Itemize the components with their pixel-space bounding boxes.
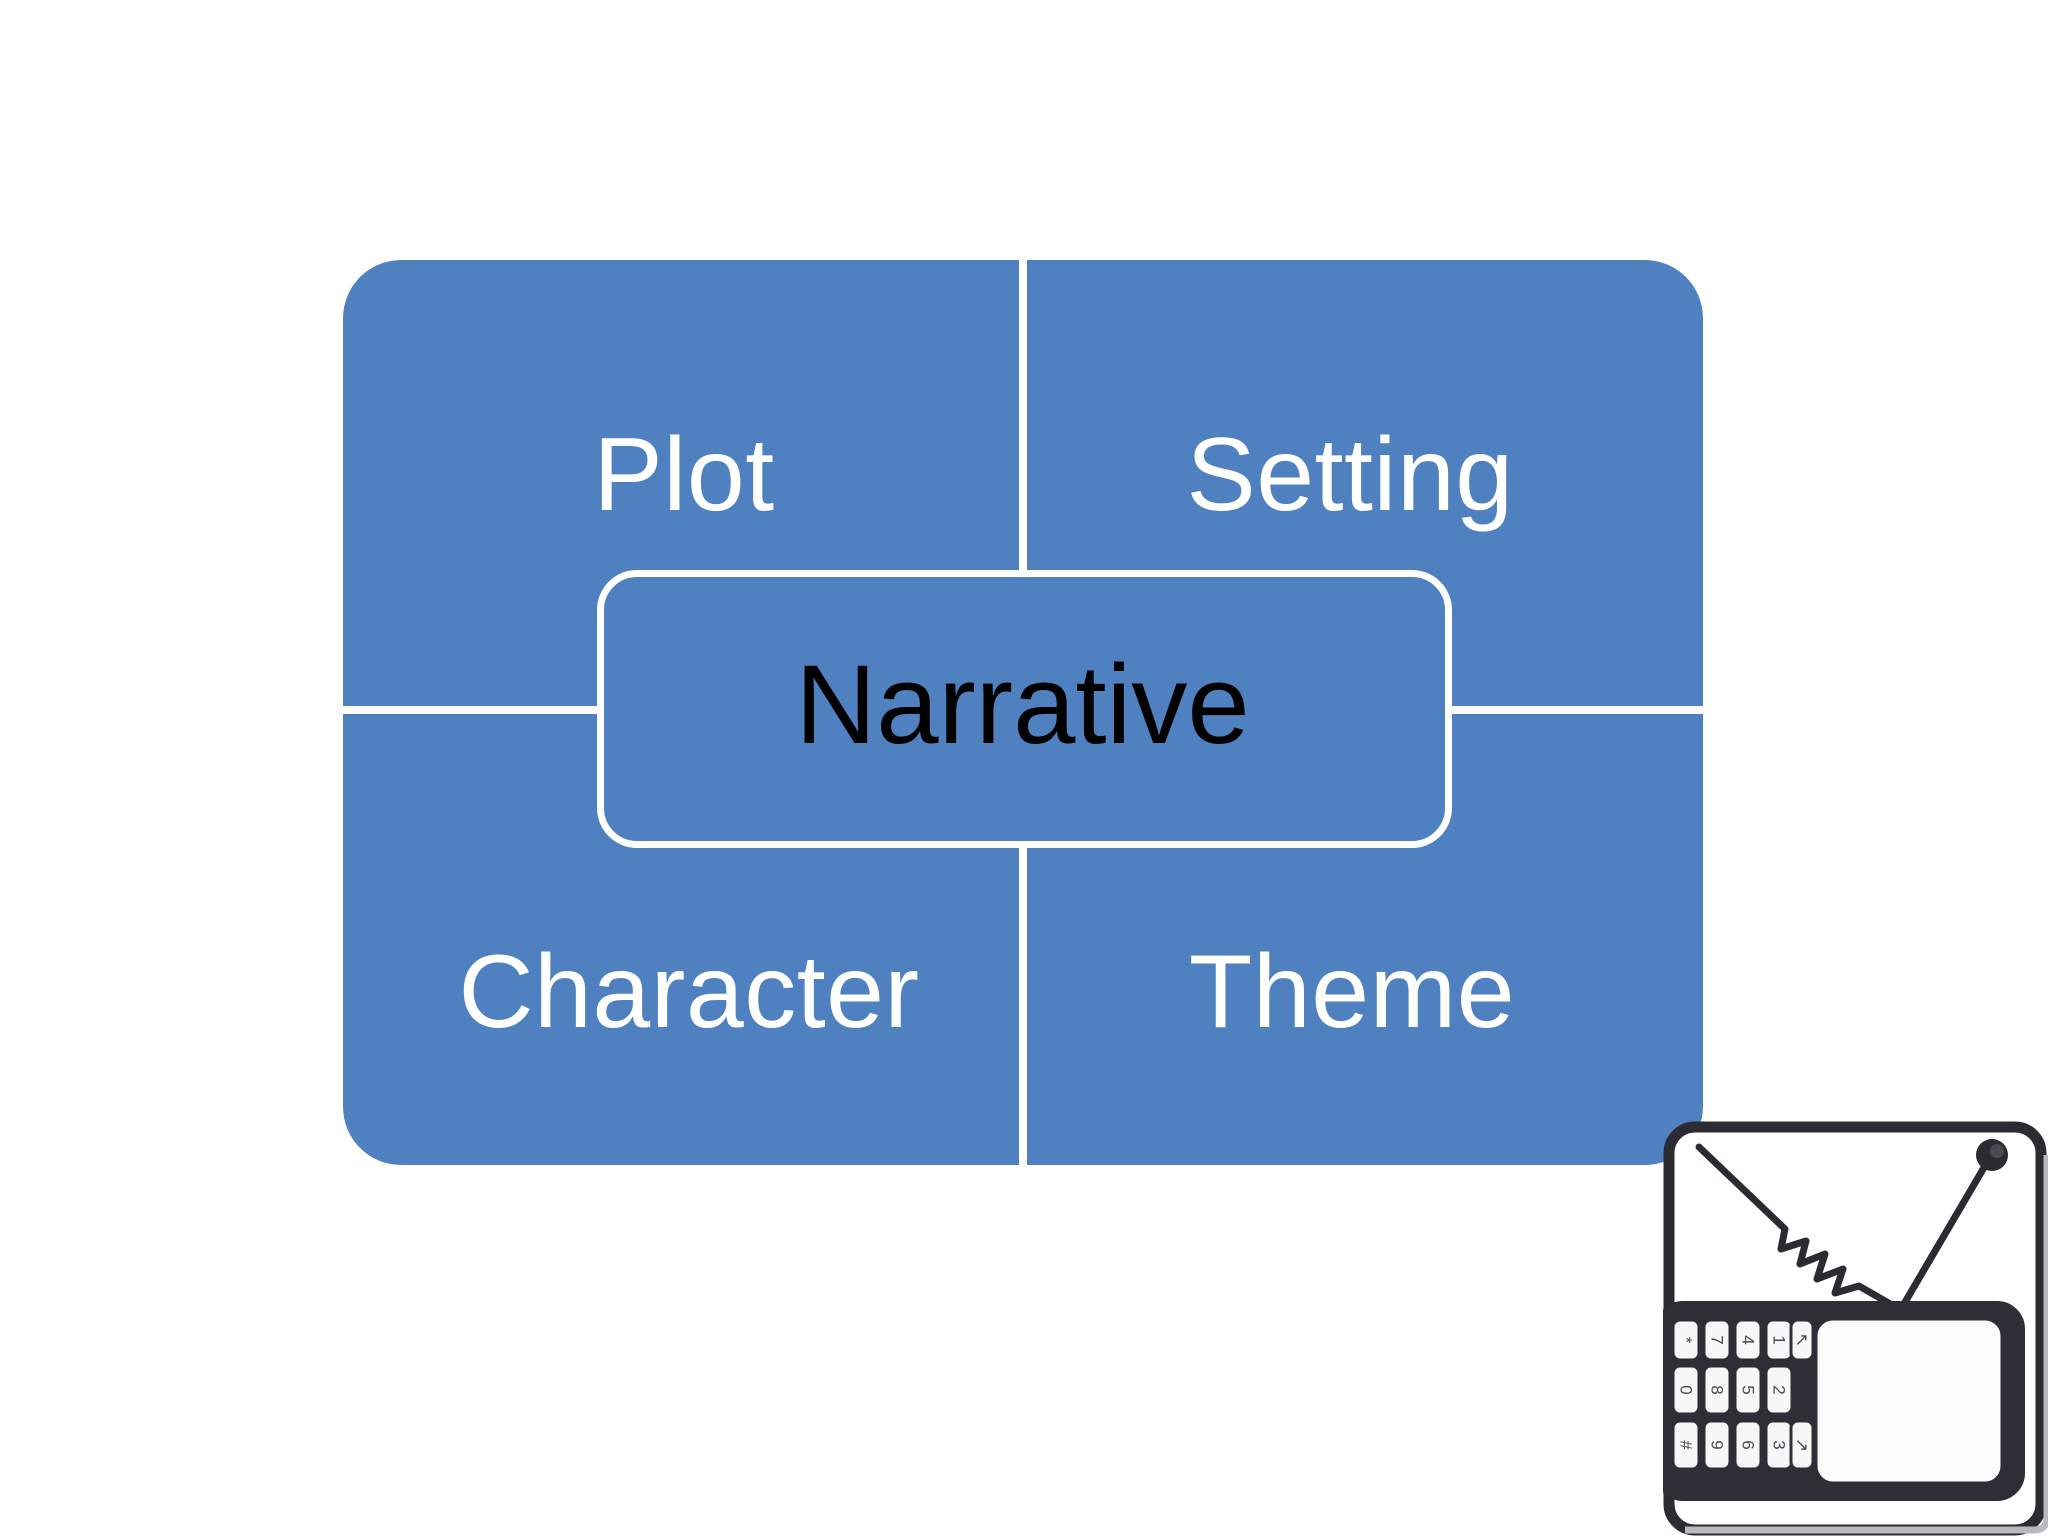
svg-text:5: 5 bbox=[1739, 1385, 1758, 1394]
svg-text:4: 4 bbox=[1739, 1335, 1758, 1344]
svg-text:7: 7 bbox=[1708, 1335, 1727, 1344]
svg-text:3: 3 bbox=[1770, 1440, 1789, 1449]
center-node-label: Narrative bbox=[795, 642, 1250, 767]
svg-text:↗: ↗ bbox=[1793, 1438, 1812, 1452]
quadrant-label-character: Character bbox=[458, 933, 920, 1050]
svg-text:2: 2 bbox=[1770, 1385, 1789, 1394]
quadrant-label-theme: Theme bbox=[1188, 933, 1516, 1050]
quadrant-label-plot: Plot bbox=[593, 417, 775, 533]
svg-text:0: 0 bbox=[1677, 1385, 1696, 1394]
svg-text:9: 9 bbox=[1708, 1440, 1727, 1449]
svg-text:1: 1 bbox=[1770, 1335, 1789, 1344]
svg-text:6: 6 bbox=[1739, 1440, 1758, 1449]
quadrant-label-setting: Setting bbox=[1186, 417, 1514, 533]
svg-text:↖: ↖ bbox=[1793, 1333, 1812, 1347]
phone-keypad-device-icon: * 7 4 1 ↖ 0 8 5 2 # 9 6 3 ↗ bbox=[1663, 1121, 2048, 1536]
svg-text:8: 8 bbox=[1708, 1385, 1727, 1394]
center-node-narrative[interactable]: Narrative bbox=[597, 570, 1452, 848]
svg-text:#: # bbox=[1677, 1440, 1696, 1450]
svg-text:*: * bbox=[1677, 1337, 1696, 1344]
quadrant-matrix: Plot Setting Character Theme bbox=[343, 260, 1703, 1165]
